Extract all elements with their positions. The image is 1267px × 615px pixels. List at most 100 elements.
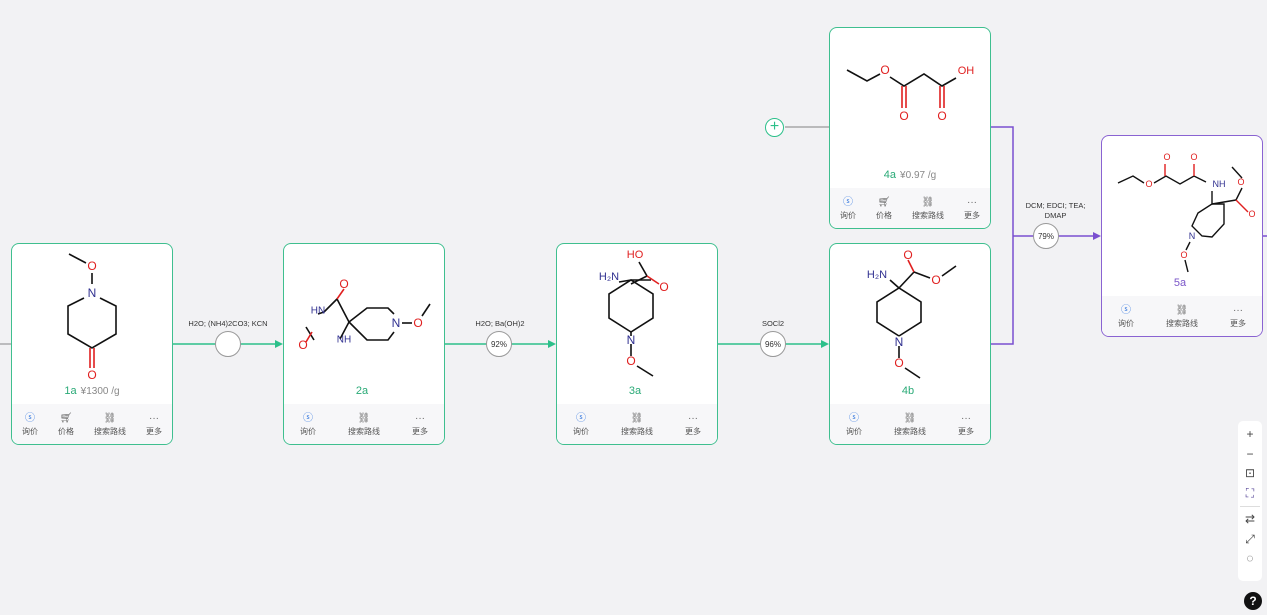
- atom-label: N: [88, 286, 97, 300]
- reaction-conditions: SOCl2: [761, 319, 785, 328]
- reaction-yield[interactable]: 92%: [486, 331, 512, 357]
- atom-label: O: [339, 277, 348, 291]
- more-icon: ···: [415, 412, 425, 424]
- atom-label: O: [937, 109, 946, 123]
- price-button[interactable]: 🛒︎价格: [58, 412, 74, 437]
- atom-label: O: [1145, 179, 1152, 189]
- action-label: 搜索路线: [348, 426, 380, 436]
- lasso-icon[interactable]: ◌: [1246, 551, 1254, 565]
- more-button[interactable]: ···更多: [964, 196, 980, 221]
- action-label: 询价: [1118, 318, 1134, 328]
- action-label: 搜索路线: [94, 426, 126, 436]
- atom-label: HN: [311, 306, 325, 317]
- atom-label: NH: [1213, 179, 1226, 189]
- help-button[interactable]: ?: [1244, 592, 1262, 610]
- search-route-button[interactable]: ⛓︎搜索路线: [348, 412, 380, 437]
- reaction-yield[interactable]: 96%: [760, 331, 786, 357]
- atom-label: O: [298, 338, 307, 352]
- search-route-button[interactable]: ⛓︎ 搜索路线: [94, 412, 126, 437]
- molecule-structure: [608, 279, 654, 377]
- atom-label: O: [880, 63, 889, 77]
- action-label: 询价: [840, 210, 856, 220]
- inquiry-button[interactable]: ⓢ 询价: [846, 412, 862, 437]
- cart-icon: 🛒︎: [59, 412, 73, 424]
- more-icon: ···: [688, 412, 698, 424]
- more-icon: ···: [1233, 304, 1243, 316]
- action-label: 更多: [964, 210, 980, 220]
- add-precursor-button[interactable]: +: [765, 118, 784, 137]
- action-label: 更多: [412, 426, 428, 436]
- dollar-icon: ⓢ: [849, 412, 859, 424]
- molecule-structure: O N O: [67, 253, 117, 382]
- swap-icon[interactable]: ⇄: [1244, 512, 1256, 526]
- more-icon: ···: [961, 412, 971, 424]
- molecule-structure: O H₂N O N O: [867, 248, 957, 379]
- atom-label: O: [1248, 209, 1255, 219]
- compound-id: 2a: [355, 385, 369, 397]
- atom-label: O: [894, 356, 903, 370]
- atom-label: O: [899, 109, 908, 123]
- atom-label: N: [392, 316, 401, 330]
- dollar-icon: ⓢ: [576, 412, 586, 424]
- action-label: 更多: [958, 426, 974, 436]
- fullscreen-icon[interactable]: ⛶: [1245, 485, 1255, 500]
- atom-label: N: [895, 335, 904, 349]
- search-route-button[interactable]: ⛓︎ 搜索路线: [912, 196, 944, 221]
- atom-label: O: [1163, 152, 1170, 162]
- route-icon[interactable]: ⤢: [1245, 531, 1255, 546]
- compound-id: 4a: [883, 169, 897, 181]
- route-icon: ⛓︎: [103, 412, 117, 424]
- atom-label: O: [903, 248, 912, 262]
- compound-id: 3a: [628, 385, 642, 397]
- reaction-yield[interactable]: [215, 331, 241, 357]
- search-route-button[interactable]: ⛓︎搜索路线: [1166, 304, 1198, 329]
- action-label: 更多: [1230, 318, 1246, 328]
- search-route-button[interactable]: ⛓︎搜索路线: [621, 412, 653, 437]
- atom-label: H₂N: [867, 269, 887, 281]
- reaction-conditions: H2O; Ba(OH)2: [475, 319, 525, 328]
- route-icon: ⛓︎: [903, 412, 917, 424]
- atom-label: N: [627, 333, 636, 347]
- route-icon: ⛓︎: [921, 196, 935, 208]
- search-route-button[interactable]: ⛓︎搜索路线: [894, 412, 926, 437]
- reaction-conditions: H2O; (NH4)2CO3; KCN: [188, 319, 268, 328]
- molecule-structure: O OH O O: [846, 63, 974, 123]
- more-button[interactable]: ··· 更多: [685, 412, 701, 437]
- more-button[interactable]: ··· 更多: [958, 412, 974, 437]
- reaction-yield[interactable]: 79%: [1033, 223, 1059, 249]
- action-label: 更多: [685, 426, 701, 436]
- zoom-in-icon[interactable]: +: [1246, 427, 1254, 441]
- action-label: 询价: [846, 426, 862, 436]
- action-label: 搜索路线: [621, 426, 653, 436]
- action-label: 更多: [146, 426, 162, 436]
- atom-label: N: [1189, 231, 1196, 241]
- price-button[interactable]: 🛒︎价格: [876, 196, 892, 221]
- more-button[interactable]: ··· 更多: [146, 412, 162, 437]
- more-button[interactable]: ··· 更多: [1230, 304, 1246, 329]
- atom-label: O: [413, 316, 422, 330]
- dollar-icon: ⓢ: [303, 412, 313, 424]
- compound-id: 1a: [64, 385, 77, 397]
- molecule-structure: O HN O NH N O: [298, 277, 431, 352]
- more-icon: ···: [149, 412, 159, 424]
- atom-label: O: [626, 354, 635, 368]
- atom-label: O: [87, 259, 96, 273]
- more-button[interactable]: ··· 更多: [412, 412, 428, 437]
- compound-id: 5a: [1173, 277, 1187, 289]
- reaction-conditions: DCM; EDCI; TEA; DMAP: [1025, 201, 1086, 220]
- zoom-out-icon[interactable]: −: [1246, 446, 1254, 461]
- atom-label: HO: [627, 249, 644, 261]
- action-label: 搜索路线: [912, 210, 944, 220]
- fit-view-icon[interactable]: ⊡: [1244, 466, 1256, 480]
